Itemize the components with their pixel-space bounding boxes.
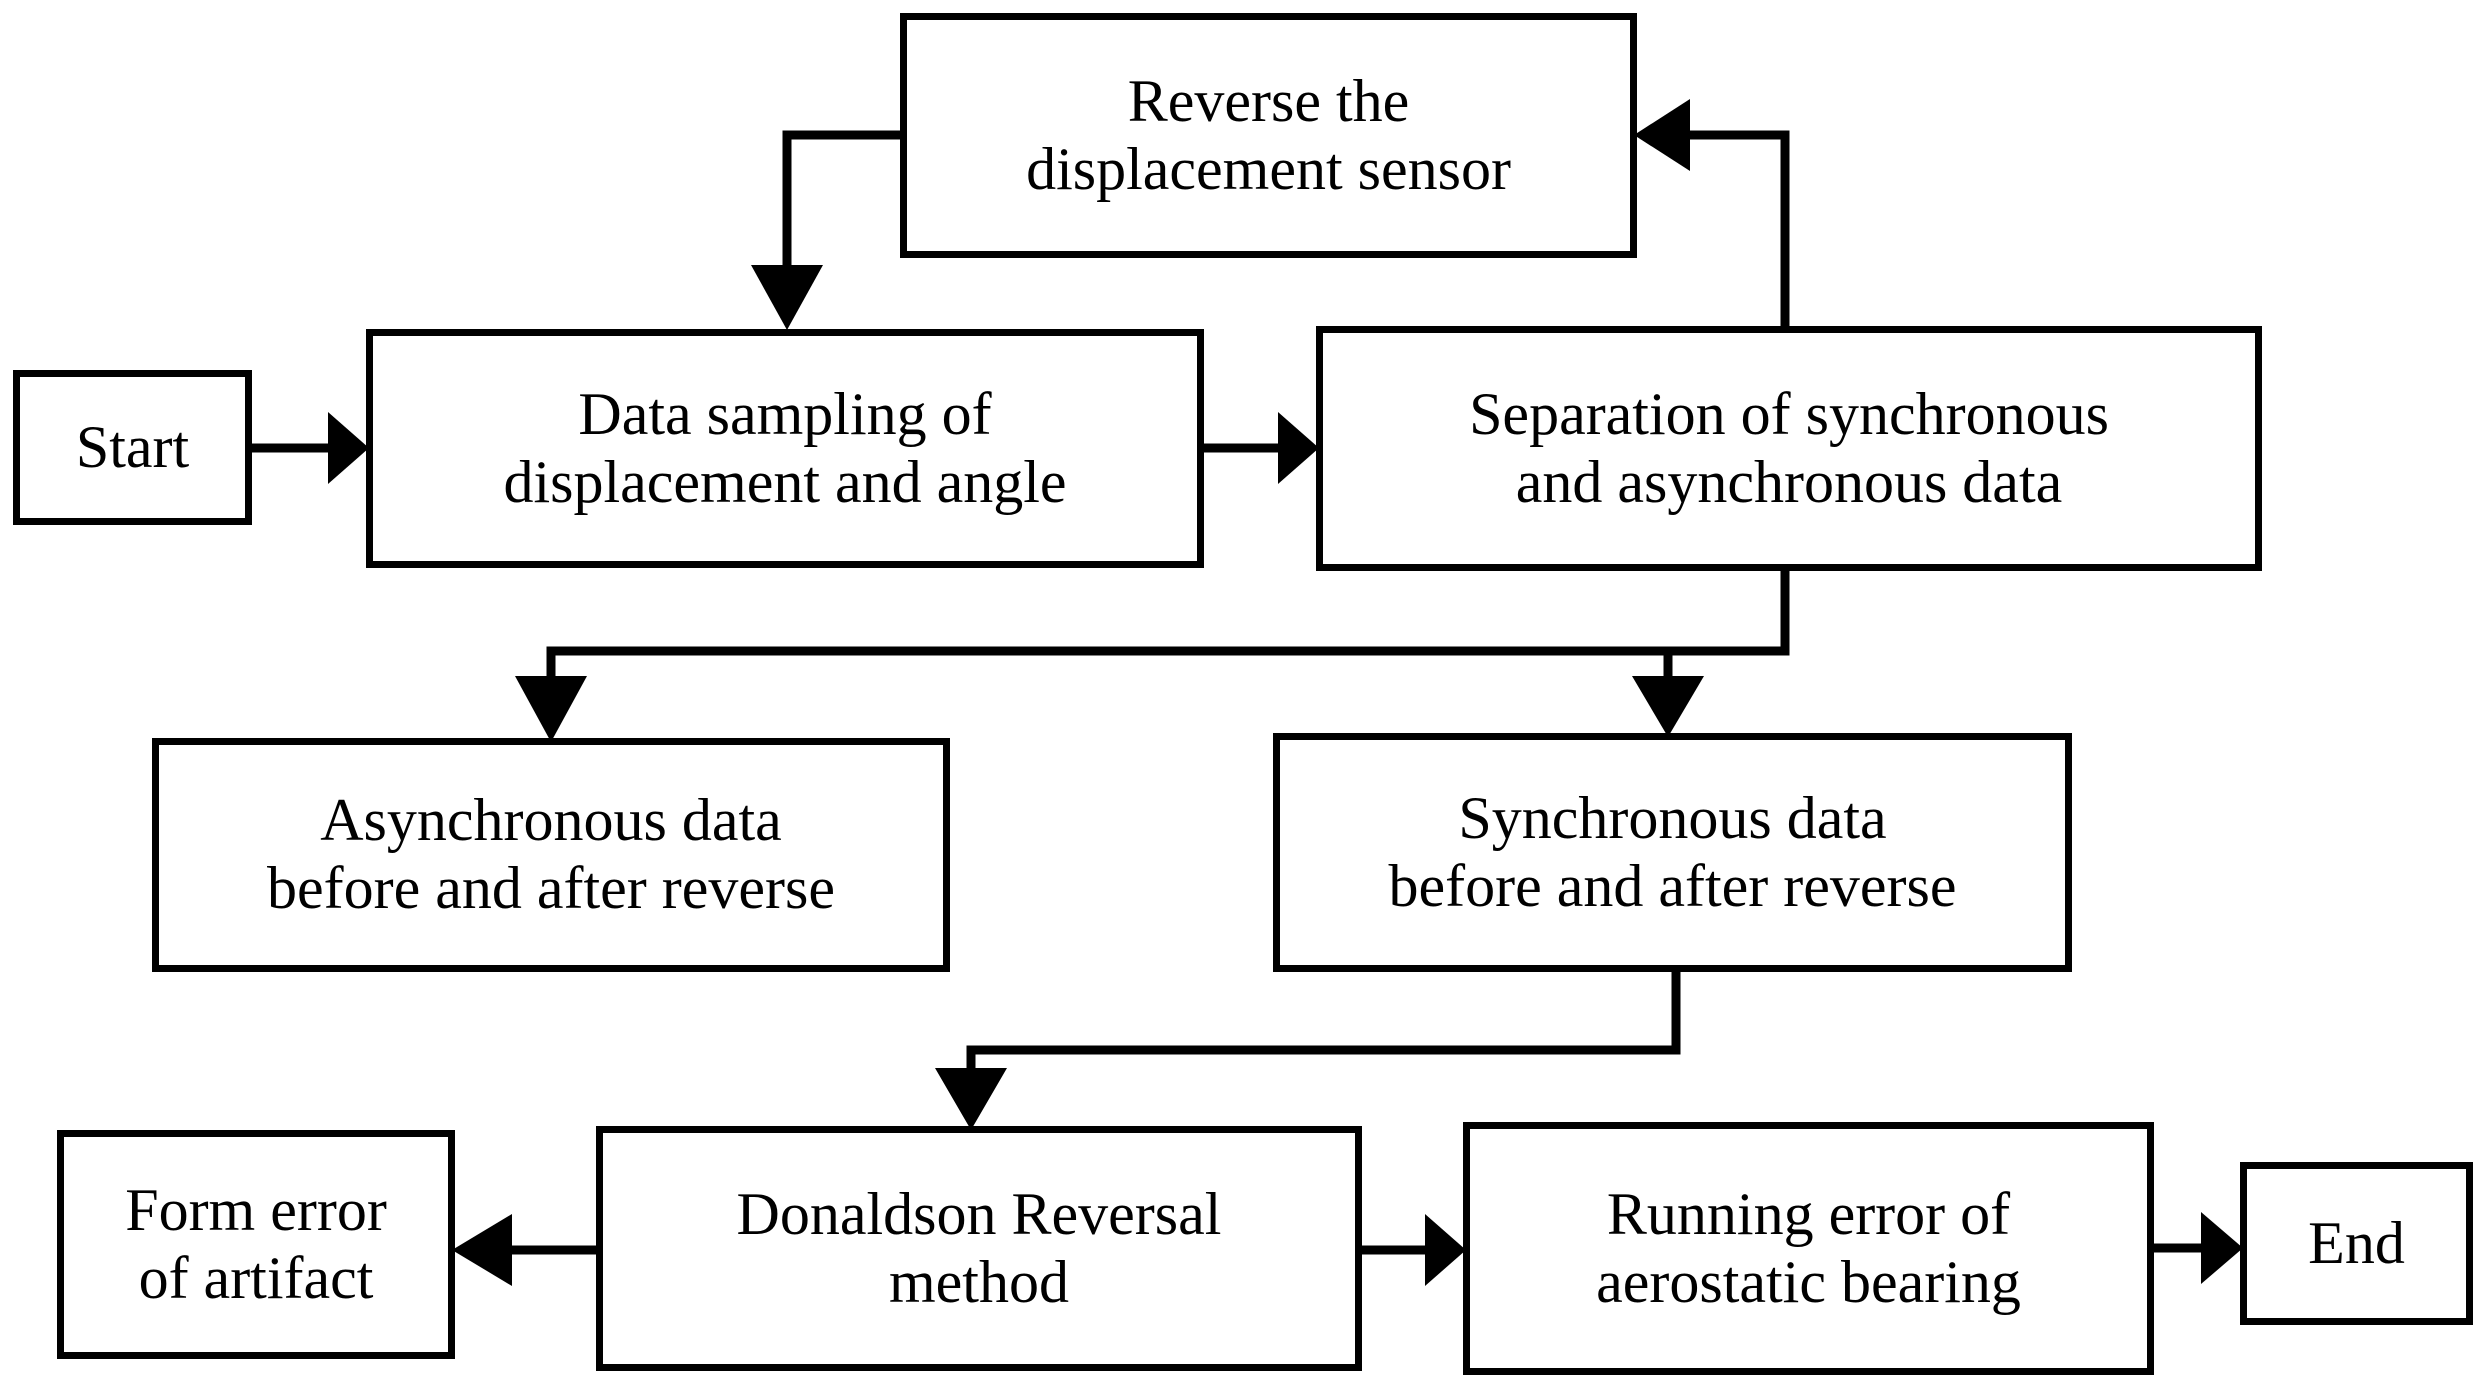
edge-donaldson-to-running [1359,1214,1466,1286]
node-async-data[interactable] [152,738,950,972]
node-end[interactable] [2240,1162,2473,1325]
arrowhead-left [1634,99,1690,171]
arrowhead-right [1278,412,1319,484]
edge-separation-to-async [515,568,1790,742]
arrowhead-down [515,676,587,742]
node-separation[interactable] [1316,326,2262,571]
arrowhead-down [1632,676,1704,737]
node-start[interactable] [13,370,252,525]
node-reverse[interactable] [900,13,1637,258]
node-shapes [13,13,2473,1375]
node-sync-data[interactable] [1273,733,2072,972]
node-shape-async-data[interactable] [152,738,950,972]
node-shape-form-error[interactable] [57,1130,455,1359]
arrowhead-right [1425,1214,1466,1286]
arrowhead-left [452,1214,512,1286]
edge-start-to-sampling [252,412,369,484]
edge-sampling-to-separation [1201,412,1319,484]
edge-donaldson-to-form-error [452,1214,599,1286]
node-shape-start[interactable] [13,370,252,525]
node-shape-end[interactable] [2240,1162,2473,1325]
arrowhead-right [2201,1212,2243,1284]
edge-separation-to-sync [1632,651,1704,737]
node-shape-sync-data[interactable] [1273,733,2072,972]
node-shape-separation[interactable] [1316,326,2262,571]
node-sampling[interactable] [366,329,1204,568]
node-form-error[interactable] [57,1130,455,1359]
edge-reverse-to-sampling [751,130,903,330]
node-shape-reverse[interactable] [900,13,1637,258]
edge-separation-to-reverse [1634,99,1790,330]
node-donaldson[interactable] [596,1126,1362,1371]
node-shape-running[interactable] [1463,1122,2154,1375]
arrowhead-down [935,1068,1007,1130]
arrowhead-down [751,265,823,330]
node-running[interactable] [1463,1122,2154,1375]
arrowhead-right [328,412,369,484]
edge-sync-to-donaldson [935,969,1681,1130]
node-shape-donaldson[interactable] [596,1126,1362,1371]
node-shape-sampling[interactable] [366,329,1204,568]
edge-running-to-end [2151,1212,2243,1284]
